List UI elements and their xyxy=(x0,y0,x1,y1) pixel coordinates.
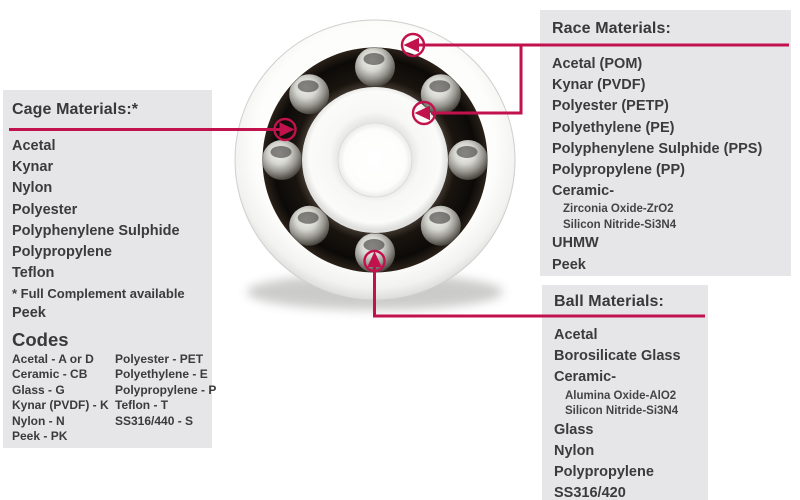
bearing-ball xyxy=(355,233,395,273)
list-item: Ceramic- xyxy=(554,369,617,386)
list-item: Kynar (PVDF) - K xyxy=(12,398,109,413)
list-item: Polyethylene - E xyxy=(115,367,208,382)
list-item: Kynar xyxy=(12,159,54,176)
list-item: Peek - PK xyxy=(12,429,68,444)
list-item: Polyester xyxy=(12,201,78,218)
bearing-ball xyxy=(289,74,330,115)
list-item: Ceramic - CB xyxy=(12,367,88,382)
bearing-ball xyxy=(448,140,488,180)
list-item: Teflon - T xyxy=(115,398,169,413)
arrow-right-icon xyxy=(279,122,295,137)
list-item: Acetal (POM) xyxy=(552,56,643,72)
list-item: Kynar (PVDF) xyxy=(552,77,646,94)
list-item: Polyphenylene Sulphide xyxy=(12,222,180,239)
race-materials-list: Acetal (POM) Kynar (PVDF) Polyester (PETP)… xyxy=(552,54,762,276)
list-item: Glass - G xyxy=(12,382,65,397)
callout-arrows xyxy=(279,37,430,267)
cage-callout-circle xyxy=(273,117,297,142)
list-item: SS316/420 xyxy=(554,485,626,500)
race-callout-bracket xyxy=(431,45,523,115)
race-panel-title: Race Materials: xyxy=(552,20,671,37)
list-item: Nylon xyxy=(554,442,595,459)
list-item: Polyester - PET xyxy=(115,352,204,366)
ball-track xyxy=(262,47,488,273)
ball-callout-circle xyxy=(363,249,386,273)
arrow-left-icon xyxy=(414,105,430,121)
list-item: Nylon xyxy=(12,180,53,197)
list-item: Borosilicate Glass xyxy=(554,348,681,365)
list-item: Polyethylene (PE) xyxy=(552,119,675,136)
codes-title: Codes xyxy=(12,329,69,350)
outer-race-ring xyxy=(234,19,516,301)
race-outer-callout-circle xyxy=(400,32,426,58)
list-item: * Full Complement available xyxy=(12,286,185,302)
bearing-ball xyxy=(289,205,330,246)
list-item: Acetal xyxy=(12,138,56,154)
list-item: Polyphenylene Sulphide (PPS) xyxy=(552,140,763,157)
list-item: Polypropylene xyxy=(554,464,654,481)
bearing-ball xyxy=(355,47,395,87)
list-item: Silicon Nitride-Si3N4 xyxy=(563,218,677,231)
list-item: Teflon xyxy=(12,265,55,282)
race-inner-callout-circle xyxy=(411,100,437,126)
list-item: Nylon - N xyxy=(12,413,65,428)
list-item: Glass xyxy=(554,421,594,438)
bearing-shadow xyxy=(247,274,503,310)
list-item: Zirconia Oxide-ZrO2 xyxy=(563,203,674,216)
list-item: Ceramic- xyxy=(552,183,615,200)
list-item: UHMW xyxy=(552,235,599,252)
bearing-photo xyxy=(234,19,516,310)
bearing-ball xyxy=(262,140,302,180)
arrow-up-icon xyxy=(367,251,382,267)
cage-panel-title: Cage Materials:* xyxy=(12,101,139,118)
list-item: Peek xyxy=(552,256,586,273)
list-item: Acetal - A or D xyxy=(12,352,94,366)
list-item: Polypropylene - P xyxy=(115,382,217,397)
list-item: Acetal xyxy=(554,327,598,343)
bearing-ball xyxy=(420,74,461,115)
bearing-ball xyxy=(420,205,461,246)
ball-panel-title: Ball Materials: xyxy=(554,293,664,310)
list-item: Polypropylene xyxy=(12,244,112,261)
list-item: Polypropylene (PP) xyxy=(552,162,685,179)
list-item: Polyester (PETP) xyxy=(552,98,669,115)
list-item: Silicon Nitride-Si3N4 xyxy=(565,405,679,418)
bearing-balls xyxy=(262,47,488,273)
list-item: Peek xyxy=(12,305,46,322)
bore-hole xyxy=(337,122,413,198)
arrow-left-icon xyxy=(403,37,419,53)
inner-race-ring xyxy=(302,87,448,233)
list-item: SS316/440 - S xyxy=(115,413,194,428)
race-materials-panel: Race Materials: Acetal (POM) Kynar (PVDF)… xyxy=(540,10,791,276)
list-item: Alumina Oxide-AlO2 xyxy=(565,389,677,402)
